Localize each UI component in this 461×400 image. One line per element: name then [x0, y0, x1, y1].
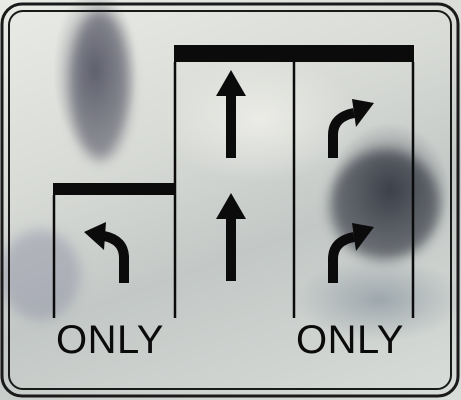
right-turn-arrow-icon [333, 223, 374, 283]
right-lane-only-label: ONLY [296, 320, 404, 360]
right-turn-arrow-icon [333, 99, 374, 158]
left-turn-arrow-icon [84, 222, 124, 283]
straight-arrow-icon [216, 70, 246, 158]
left-lane-only-label: ONLY [56, 320, 164, 360]
center-right-top-bar [174, 45, 414, 62]
left-lane-top-bar [53, 183, 175, 195]
straight-arrow-icon [216, 193, 246, 281]
